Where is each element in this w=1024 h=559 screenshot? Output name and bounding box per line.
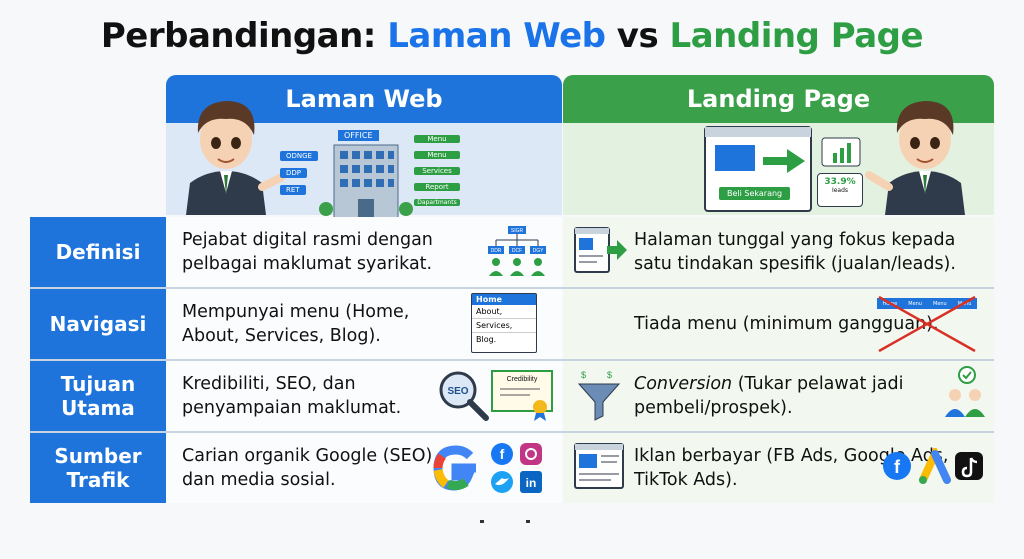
cell-text: Kredibiliti, SEO, dan penyampaian maklum…: [182, 374, 402, 418]
cell-text: Carian organik Google (SEO) dan media so…: [182, 446, 433, 490]
conversion-rest: (Tukar pelawat jadi pembeli/prospek).: [634, 374, 904, 418]
org-node-3: DGY: [533, 248, 545, 254]
menu-dropdown-icon: Home About, Services, Blog.: [471, 293, 537, 353]
seo-label: SEO: [447, 386, 468, 397]
facebook-glyph: f: [500, 446, 505, 462]
menu-item-services: Services,: [472, 319, 536, 333]
stat-bubble: 33.9% Ieads: [817, 173, 863, 207]
menu-tag-3: Services: [414, 167, 460, 175]
crossed-menu-3: Menu: [933, 300, 947, 307]
row-label: Navigasi: [30, 289, 166, 359]
cell-text: Iklan berbayar (FB Ads, Google Ads, TikT…: [634, 446, 949, 490]
customers-check-icon: [945, 366, 985, 417]
cell-web: Kredibiliti, SEO, dan penyampaian maklum…: [166, 361, 562, 431]
bar-chart-icon: [821, 137, 861, 167]
cell-text: Mempunyai menu (Home, About, Services, B…: [182, 302, 410, 346]
row-label: Definisi: [30, 217, 166, 287]
lp-illustration: Beli Sekarang 33.9% Ieads: [563, 101, 994, 215]
cell-text: Halaman tunggal yang fokus kepada satu t…: [634, 230, 956, 274]
facebook-glyph: f: [894, 457, 901, 477]
row-divider: [30, 287, 994, 289]
funnel-icon: $ $: [577, 370, 621, 421]
org-chart-icon: SIGR DDR DCF DGY: [488, 226, 546, 276]
businessman-pointing-icon: [865, 101, 965, 215]
ad-page-icon: [574, 443, 624, 489]
menu-tag-1: Menu: [414, 135, 460, 143]
cell-lp: Iklan berbayar (FB Ads, Google Ads, TikT…: [563, 433, 994, 503]
cell-text: Conversion (Tukar pelawat jadi pembeli/p…: [634, 372, 989, 420]
menu-item-about: About,: [472, 305, 536, 319]
conversion-term: Conversion: [634, 374, 733, 394]
google-icon: [433, 445, 476, 491]
left-tag-3: RET: [280, 185, 306, 195]
menu-item-home: Home: [472, 294, 536, 305]
cross-out-icon: [878, 295, 976, 353]
dollar-glyph: $: [581, 370, 586, 380]
row-label: Tujuan Utama: [30, 361, 166, 431]
cert-label: Credibility: [507, 376, 538, 383]
row-divider: [30, 431, 994, 433]
linkedin-glyph: in: [526, 476, 537, 490]
cell-lp: Home Menu Menu Menu Tiada menu (minimum …: [563, 289, 994, 359]
org-node-2: DCF: [512, 248, 522, 254]
social-media-icons: f in: [491, 443, 542, 493]
seo-magnifier-icon: SEO: [439, 371, 489, 421]
landing-page-window-icon: [704, 126, 812, 212]
menu-item-blog: Blog.: [476, 335, 497, 344]
decorative-dot: [480, 520, 484, 523]
web-illustration: ODNGE DDP RET OFFICE Menu Menu Services …: [166, 101, 562, 219]
cell-web: Carian organik Google (SEO) dan media so…: [166, 433, 562, 503]
menu-tag-5: Dapartmants: [414, 199, 460, 206]
page-title: Perbandingan: Laman Web vs Landing Page: [0, 16, 1024, 56]
row-definisi: Definisi Pejabat digital rasmi dengan pe…: [30, 217, 994, 287]
title-web: Laman Web: [387, 16, 606, 56]
cell-text: Pejabat digital rasmi dengan pelbagai ma…: [182, 230, 433, 274]
menu-tag-2: Menu: [414, 151, 460, 159]
cell-lp: $ $ Conversion (Tukar pelawat jadi pembe…: [563, 361, 994, 431]
cta-button[interactable]: Beli Sekarang: [719, 187, 791, 200]
cell-web: Mempunyai menu (Home, About, Services, B…: [166, 289, 562, 359]
title-vs: vs: [605, 16, 670, 56]
cell-lp: Halaman tunggal yang fokus kepada satu t…: [563, 217, 994, 287]
decorative-dot: [526, 520, 530, 523]
row-label: Sumber Trafik: [30, 433, 166, 503]
single-page-arrow-icon: [574, 227, 627, 273]
businessman-icon: [186, 101, 286, 215]
crossed-menu-2: Menu: [908, 300, 922, 307]
title-prefix: Perbandingan:: [100, 16, 388, 56]
row-tujuan-utama: Tujuan Utama Kredibiliti, SEO, dan penya…: [30, 361, 994, 431]
menu-tag-4: Report: [414, 183, 460, 191]
cell-text: Tiada menu (minimum gangguan).: [634, 314, 939, 334]
left-tag-1: ODNGE: [280, 151, 318, 161]
office-label: OFFICE: [338, 130, 379, 141]
stat-label: Ieads: [831, 187, 849, 194]
row-navigasi: Navigasi Mempunyai menu (Home, About, Se…: [30, 289, 994, 359]
title-lp: Landing Page: [669, 16, 924, 56]
dollar-glyph: $: [607, 370, 612, 380]
ads-platform-icons: f: [883, 448, 983, 484]
org-node-1: DDR: [491, 248, 502, 254]
cell-web: Pejabat digital rasmi dengan pelbagai ma…: [166, 217, 562, 287]
row-sumber-trafik: Sumber Trafik Carian organik Google (SEO…: [30, 433, 994, 503]
row-divider: [30, 359, 994, 361]
office-building-icon: [319, 144, 413, 219]
certificate-icon: Credibility: [491, 370, 553, 421]
stat-value: 33.9%: [824, 177, 856, 187]
org-top-label: SIGR: [511, 228, 524, 234]
left-tag-2: DDP: [280, 168, 308, 178]
